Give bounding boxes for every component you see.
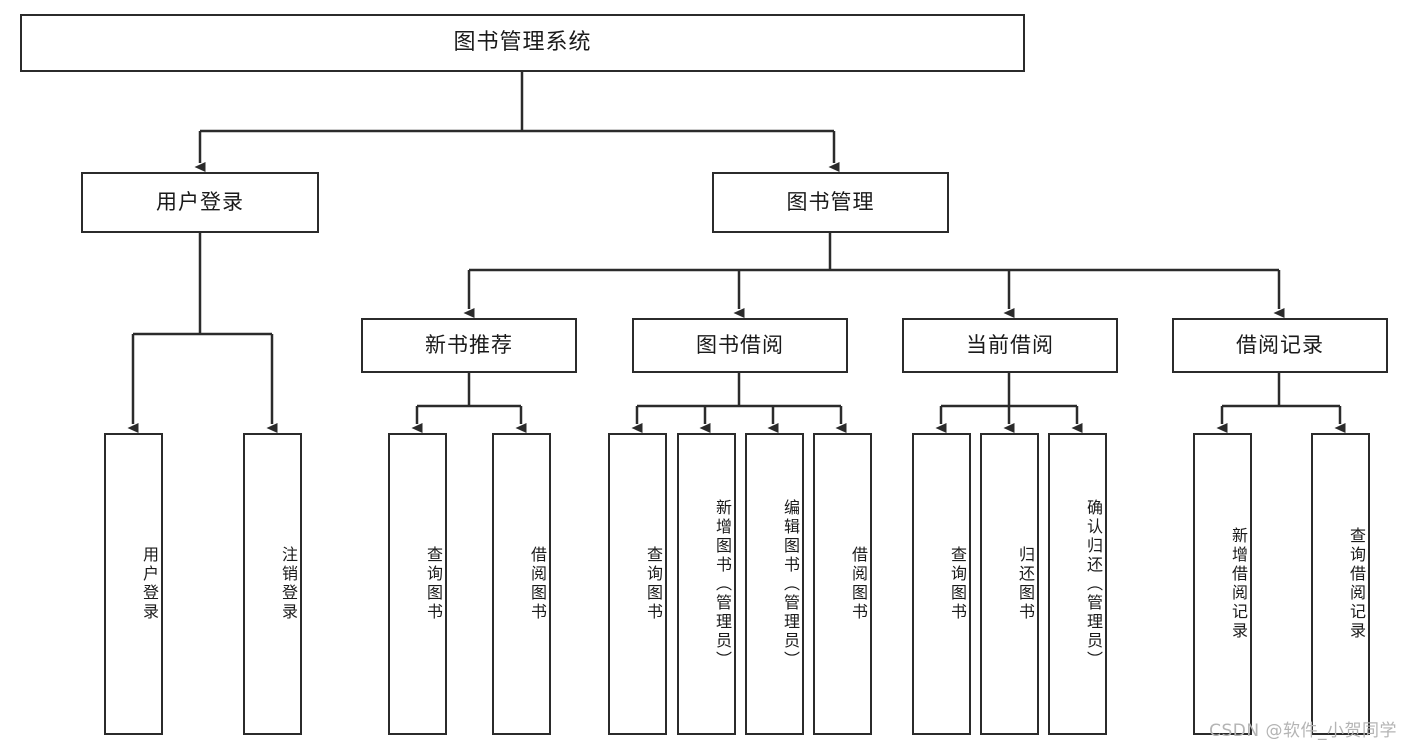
node-root-system[interactable]: 图书管理系统 (20, 14, 1025, 72)
node-label: 当前借阅 (966, 332, 1054, 357)
node-label: 借阅记录 (1236, 332, 1324, 357)
node-label: 新书推荐 (425, 332, 513, 357)
leaf-label: 借阅图书 (528, 546, 547, 622)
watermark-text: CSDN @软件_小贺同学 (1209, 721, 1397, 741)
leaf-borrow-book-new[interactable]: 借阅图书 (492, 433, 551, 735)
leaf-label: 用户登录 (140, 546, 159, 622)
leaf-edit-book-admin[interactable]: 编辑图书（管理员） (745, 433, 804, 735)
leaf-query-book-borrow[interactable]: 查询图书 (608, 433, 667, 735)
leaf-label: 注销登录 (279, 546, 298, 622)
node-new-book-recommend[interactable]: 新书推荐 (361, 318, 577, 373)
leaf-label: 查询图书 (948, 546, 967, 622)
leaf-label: 查询图书 (424, 546, 443, 622)
leaf-borrow-book[interactable]: 借阅图书 (813, 433, 872, 735)
leaf-user-login[interactable]: 用户登录 (104, 433, 163, 735)
node-label: 图书借阅 (696, 332, 784, 357)
node-label: 图书管理系统 (453, 29, 592, 55)
leaf-query-borrow-record[interactable]: 查询借阅记录 (1311, 433, 1370, 735)
leaf-label: 确认归还（管理员） (1084, 498, 1103, 670)
leaf-add-book-admin[interactable]: 新增图书（管理员） (677, 433, 736, 735)
leaf-label: 新增图书（管理员） (713, 498, 732, 670)
node-borrow-record[interactable]: 借阅记录 (1172, 318, 1388, 373)
leaf-label: 借阅图书 (849, 546, 868, 622)
leaf-return-book[interactable]: 归还图书 (980, 433, 1039, 735)
leaf-label: 编辑图书（管理员） (781, 498, 800, 670)
node-user-login[interactable]: 用户登录 (81, 172, 319, 233)
leaf-label: 查询借阅记录 (1347, 527, 1366, 641)
node-label: 用户登录 (156, 189, 244, 214)
node-current-borrow[interactable]: 当前借阅 (902, 318, 1118, 373)
node-book-borrow[interactable]: 图书借阅 (632, 318, 848, 373)
leaf-logout[interactable]: 注销登录 (243, 433, 302, 735)
leaf-query-book-current[interactable]: 查询图书 (912, 433, 971, 735)
leaf-label: 新增借阅记录 (1229, 527, 1248, 641)
leaf-label: 归还图书 (1016, 546, 1035, 622)
leaf-query-book-new[interactable]: 查询图书 (388, 433, 447, 735)
leaf-confirm-return-admin[interactable]: 确认归还（管理员） (1048, 433, 1107, 735)
leaf-label: 查询图书 (644, 546, 663, 622)
node-label: 图书管理 (786, 189, 875, 214)
leaf-add-borrow-record[interactable]: 新增借阅记录 (1193, 433, 1252, 735)
node-book-management[interactable]: 图书管理 (712, 172, 949, 233)
